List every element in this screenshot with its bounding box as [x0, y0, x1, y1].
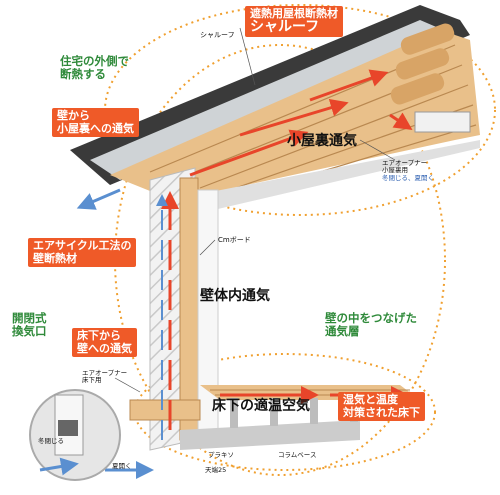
floor-to-wall-line2: 壁への通気: [77, 341, 132, 355]
leader-lines: [114, 27, 256, 393]
outer-insulation-label: 住宅の外側で 断熱する: [60, 54, 129, 82]
floor-air-opener-line1: エアオープナー: [82, 369, 128, 377]
connected-layer-line1: 壁の中をつなげた: [325, 311, 417, 325]
floor-air-opener-inset: [29, 389, 121, 481]
open-close-line1: 開閉式: [12, 311, 47, 325]
humidity-line2: 対策された床下: [343, 405, 420, 419]
summer-open-label: 夏開く: [112, 462, 132, 470]
connected-layer-line2: 通気層: [325, 324, 360, 339]
floor-to-wall-line1: 床下から: [77, 329, 121, 342]
column-base-label: コラムベース: [278, 451, 317, 459]
sharoof-title: 遮熱用屋根断熱材: [250, 7, 338, 20]
aircycle-callout: エアサイクル工法の 壁断熱材: [28, 238, 137, 268]
underfloor-air-label: 床下の適温空気: [212, 398, 310, 414]
sharoof-small-label: シャルーフ: [200, 31, 235, 39]
tenpu-label: 天端25: [205, 466, 227, 474]
winter-close-label: 冬閉じる: [38, 437, 64, 445]
cm-board-label: Cmボード: [218, 236, 251, 244]
attic-air-opener-season: 冬閉じる、夏開く: [382, 173, 434, 182]
attic-air-opener-label: エアオープナー 小屋裏用 冬閉じる、夏開く: [382, 159, 434, 182]
attic-air-opener: [359, 111, 471, 161]
purakiso-label: プラキソ: [208, 451, 234, 459]
humidity-line1: 湿気と温度: [343, 393, 398, 406]
attic-air-opener-line2: 小屋裏用: [382, 166, 408, 175]
attic-vent-label: 小屋裏通気: [287, 133, 357, 149]
floor-to-wall-callout: 床下から 壁への通気: [72, 328, 137, 358]
sharoof-callout: 遮熱用屋根断熱材 シャルーフ: [245, 6, 343, 38]
wall-to-attic-line1: 壁から: [57, 109, 90, 122]
outer-insulation-line1: 住宅の外側で: [60, 54, 129, 68]
aircycle-line2: 壁断熱材: [33, 251, 77, 265]
connected-layer-label: 壁の中をつなげた 通気層: [325, 311, 417, 339]
wall-panel: [129, 167, 219, 451]
wall-to-attic-callout: 壁から 小屋裏への通気: [52, 108, 139, 138]
aircycle-line1: エアサイクル工法の: [33, 239, 132, 252]
outer-insulation-line2: 断熱する: [60, 67, 106, 82]
attic-air-opener-line1: エアオープナー: [382, 159, 428, 167]
open-close-line2: 換気口: [12, 324, 47, 339]
sharoof-name: シャルーフ: [250, 19, 320, 36]
humidity-callout: 湿気と温度 対策された床下: [338, 392, 425, 422]
wall-to-attic-line2: 小屋裏への通気: [57, 121, 134, 135]
floor-air-opener-line2: 床下用: [82, 376, 102, 385]
open-close-vent-label: 開閉式 換気口: [12, 311, 47, 339]
floor-air-opener-label: エアオープナー 床下用: [82, 369, 128, 385]
wall-vent-label: 壁体内通気: [200, 288, 270, 304]
attic-air-opener-line3: 冬閉じる、夏開く: [382, 173, 434, 182]
